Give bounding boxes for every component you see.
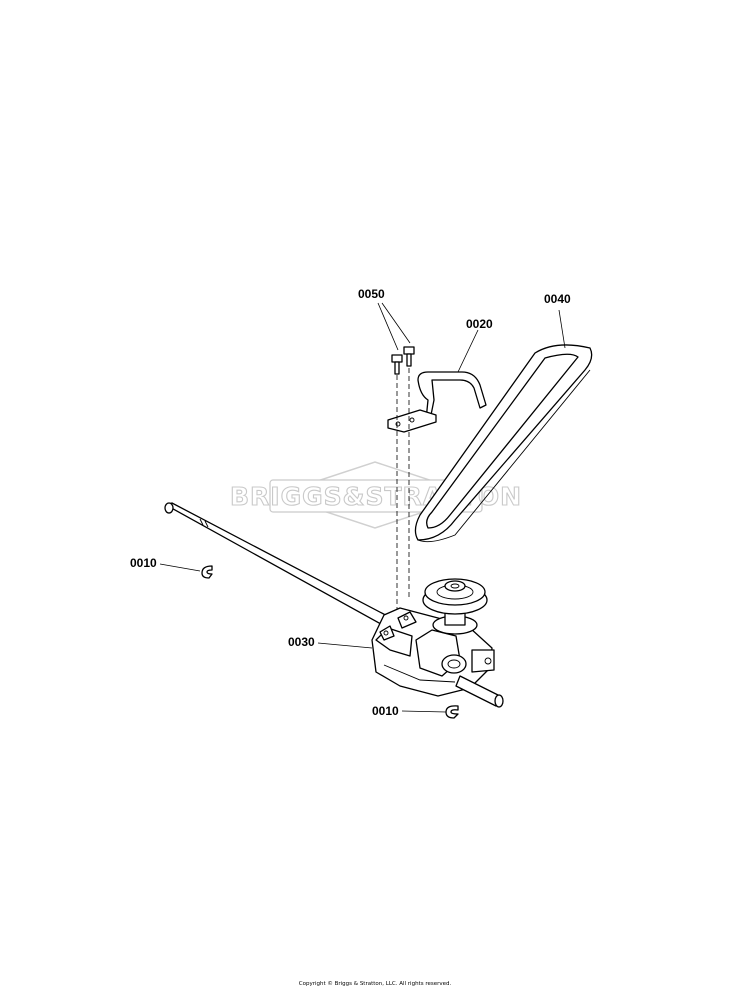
callout-0010-bottom[interactable]: 0010 xyxy=(372,704,399,718)
copyright-notice: Copyright © Briggs & Stratton, LLC. All … xyxy=(298,981,452,987)
screw-part-0050-b[interactable] xyxy=(403,346,415,367)
callout-0030[interactable]: 0030 xyxy=(288,635,315,649)
callout-0020[interactable]: 0020 xyxy=(466,317,493,331)
assembly-guide-lines xyxy=(396,368,410,610)
shift-rod-part-0020[interactable] xyxy=(387,371,487,433)
belt-part-0040[interactable] xyxy=(414,344,593,543)
axle-shaft xyxy=(164,502,396,629)
screw-part-0050-a[interactable] xyxy=(391,354,403,375)
input-pulley xyxy=(422,578,488,635)
leader-lines xyxy=(159,302,566,713)
callout-0040[interactable]: 0040 xyxy=(544,292,571,306)
callout-0010-left[interactable]: 0010 xyxy=(130,556,157,570)
output-shaft xyxy=(455,675,504,708)
e-clip-part-0010-left[interactable] xyxy=(201,565,213,579)
callout-0050[interactable]: 0050 xyxy=(358,287,385,301)
e-clip-part-0010-bottom[interactable] xyxy=(445,705,459,719)
